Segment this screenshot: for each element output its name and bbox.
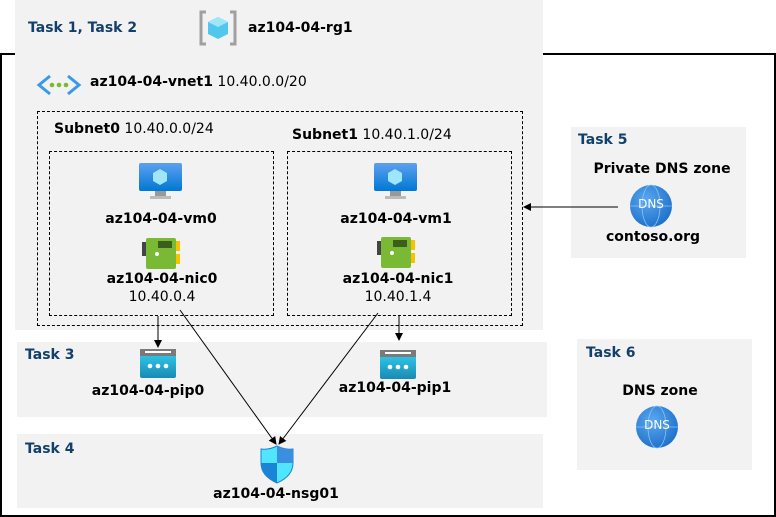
resource-group-icon bbox=[199, 10, 237, 46]
subnet1-name: Subnet1 bbox=[292, 127, 358, 143]
task3-panel bbox=[17, 342, 547, 417]
vnet-label: az104-04-vnet1 10.40.0.0/20 bbox=[90, 74, 307, 90]
vm0-icon bbox=[139, 163, 182, 199]
subnet0-name: Subnet0 bbox=[54, 121, 120, 137]
subnet1-label: Subnet1 10.40.1.0/24 bbox=[292, 127, 452, 143]
dns-zone-icon bbox=[636, 405, 678, 449]
task5-label: Task 5 bbox=[578, 132, 628, 148]
vm0-name: az104-04-vm0 bbox=[105, 211, 217, 227]
task3-label: Task 3 bbox=[25, 347, 75, 363]
subnet0-label: Subnet0 10.40.0.0/24 bbox=[54, 121, 214, 137]
nic0-name: az104-04-nic0 bbox=[106, 271, 218, 287]
pip1-name: az104-04-pip1 bbox=[338, 380, 452, 396]
nic1-ip: 10.40.1.4 bbox=[364, 289, 432, 305]
vnet-boundary bbox=[37, 111, 523, 326]
private-dns-title: Private DNS zone bbox=[593, 161, 731, 177]
nic0-ip: 10.40.0.4 bbox=[128, 289, 196, 305]
private-dns-icon bbox=[630, 184, 672, 228]
nic0-icon bbox=[142, 238, 180, 269]
pip0-name: az104-04-pip0 bbox=[91, 383, 205, 399]
task1-label: Task 1, Task 2 bbox=[28, 20, 138, 36]
dns-zone-title: DNS zone bbox=[622, 383, 698, 399]
vm1-icon bbox=[374, 163, 417, 199]
rg-name: az104-04-rg1 bbox=[248, 20, 353, 36]
task4-label: Task 4 bbox=[25, 441, 75, 457]
dns-zone-icon-text: DNS bbox=[644, 418, 670, 432]
private-dns-icon-text: DNS bbox=[638, 197, 664, 211]
task1-panel-inner bbox=[15, 53, 543, 330]
subnet1-cidr: 10.40.1.0/24 bbox=[362, 127, 452, 143]
nsg-name: az104-04-nsg01 bbox=[213, 486, 339, 502]
subnet0-cidr: 10.40.0.0/24 bbox=[124, 121, 214, 137]
subnet0-boundary bbox=[49, 151, 274, 316]
task6-label: Task 6 bbox=[586, 345, 636, 361]
vnet-icon bbox=[36, 74, 82, 96]
vm1-name: az104-04-vm1 bbox=[340, 211, 452, 227]
task6-panel bbox=[577, 339, 752, 470]
vnet-cidr: 10.40.0.0/20 bbox=[217, 74, 307, 90]
pip0-icon bbox=[140, 349, 176, 378]
private-dns-zone-name: contoso.org bbox=[605, 229, 701, 245]
subnet1-boundary bbox=[287, 151, 512, 316]
nsg-shield-icon bbox=[260, 445, 294, 484]
arrow-nic0-nsg bbox=[179, 309, 277, 445]
nic1-name: az104-04-nic1 bbox=[342, 271, 454, 287]
nic1-icon bbox=[377, 237, 415, 268]
pip1-icon bbox=[380, 350, 416, 379]
arrow-nic1-nsg bbox=[278, 312, 379, 445]
vnet-name: az104-04-vnet1 bbox=[90, 74, 213, 90]
